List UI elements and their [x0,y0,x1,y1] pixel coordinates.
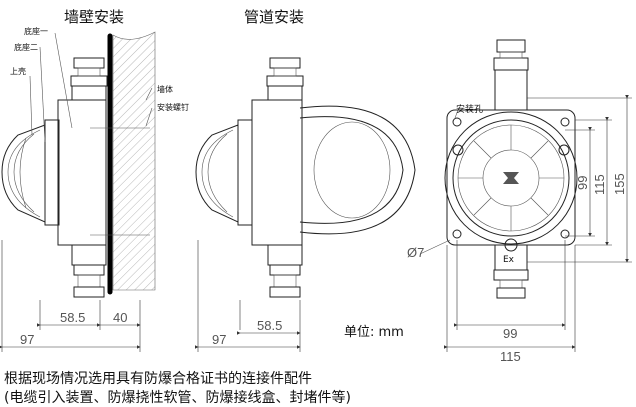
wall-install-view [1,31,156,298]
dim-front-v-outer: 155 [612,173,627,195]
lamp-dome [1,124,46,223]
pipe-install-view [195,57,416,298]
dim-wall-depth: 58.5 [60,310,85,325]
upper-shell-label: 上壳 [10,66,26,76]
wall-body-label: 墙体 [157,84,173,94]
caption-line-1: 根据现场情况选用具有防爆合格证书的连接件配件 [4,371,312,387]
wall-install-title: 墙壁安装 [64,8,124,26]
ex-mark: Ex [503,255,515,265]
pipe-dimensions [195,240,301,352]
unit-label: 单位: mm [344,325,404,340]
front-view [419,39,578,299]
base2-label: 底座二 [14,42,38,52]
mount-screw-label: 安装螺钉 [157,102,189,112]
top-nut [73,57,105,69]
mount-hole-label: 安装孔 [456,103,483,115]
caption-line-2: (电缆引入装置、防爆挠性软管、防爆接线盒、封堵件等) [4,390,351,406]
pipe-clamp [299,105,416,235]
dim-pipe-depth: 58.5 [257,318,282,333]
dim-front-v-mid: 115 [592,174,607,195]
wall-dimensions [0,240,141,352]
dim-front-v-inner: 99 [575,176,590,190]
dim-wall-total: 97 [20,332,34,347]
hole-diameter-label: Ø7 [407,245,424,260]
base-body [57,99,107,246]
logo-icon [503,172,519,184]
dim-front-h-outer: 115 [500,349,521,364]
dim-pipe-total: 97 [212,332,226,347]
mount-hole [452,117,462,127]
bottom-nut [73,286,105,298]
pipe [313,121,391,219]
lamp-fins [458,125,564,231]
base1-label: 底座一 [24,26,48,36]
front-dimensions [444,95,632,352]
wall-hatch [112,31,156,291]
pipe-install-title: 管道安装 [244,8,304,26]
dim-wall-gap: 40 [113,310,127,325]
dim-front-h-inner: 99 [503,326,517,341]
